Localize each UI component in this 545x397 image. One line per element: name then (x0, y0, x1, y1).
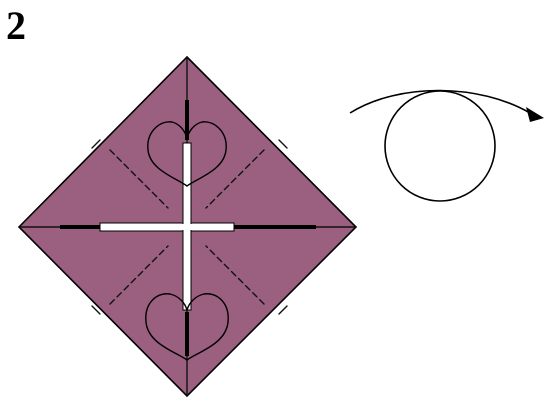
center-reveal-cross-fill (101, 224, 233, 230)
turn-over-circle (385, 91, 495, 201)
center-reveal-cross-fill-vertical (184, 144, 190, 309)
turn-over-arrowhead (526, 107, 544, 122)
turn-over-arrow-icon (350, 90, 544, 201)
turn-over-arc (350, 90, 530, 113)
